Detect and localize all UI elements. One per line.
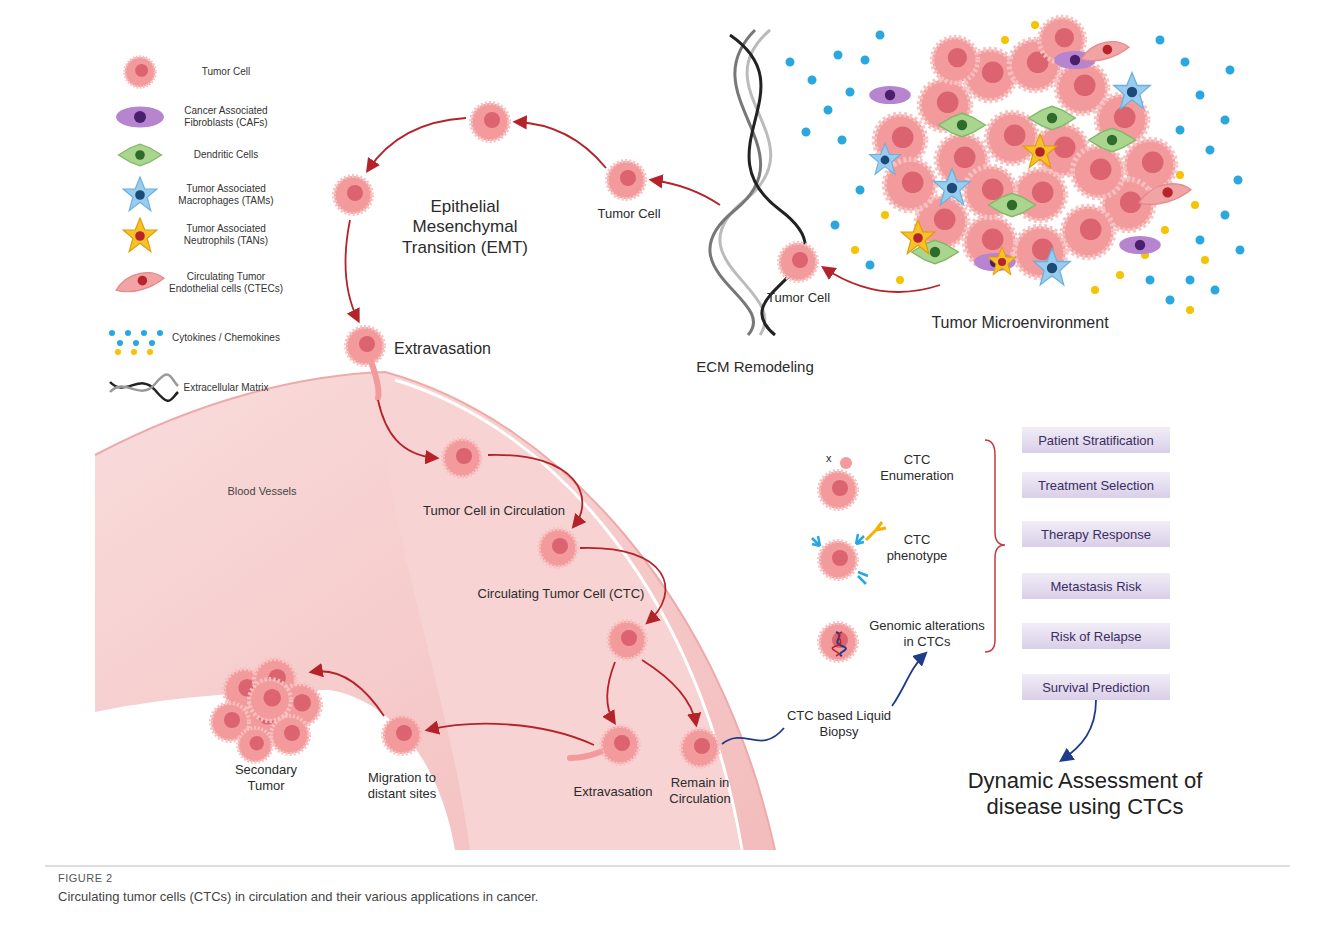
outcome-box: Survival Prediction xyxy=(1022,674,1170,700)
bracket xyxy=(985,440,1005,652)
text-label: CTC Enumeration xyxy=(872,452,962,483)
text-label: x xyxy=(826,452,838,465)
text-label: Migration to distant sites xyxy=(352,770,452,801)
legend-icons xyxy=(110,57,178,401)
box-text: Treatment Selection xyxy=(1038,478,1154,493)
text-label: Secondary Tumor xyxy=(228,762,304,793)
text-label: Extravasation xyxy=(563,784,663,800)
box-text: Patient Stratification xyxy=(1038,433,1154,448)
outcome-box: Treatment Selection xyxy=(1022,472,1170,498)
text-label: Remain in Circulation xyxy=(660,775,740,806)
cytokine-dots xyxy=(790,25,1240,310)
box-text: Metastasis Risk xyxy=(1050,579,1141,594)
legend-text: Cancer Associated Fibroblasts (CAFs) xyxy=(162,105,290,129)
flow-arrows xyxy=(312,118,940,745)
text-label: CTC phenotype xyxy=(872,532,962,563)
text-label: ECM Remodeling xyxy=(680,358,830,376)
legend-text: Cytokines / Chemokines xyxy=(162,332,290,344)
outcome-box: Therapy Response xyxy=(1022,521,1170,547)
figure-number: FIGURE 2 xyxy=(58,872,113,885)
figure-caption: Circulating tumor cells (CTCs) in circul… xyxy=(58,889,1278,905)
legend-text: Tumor Cell xyxy=(162,66,290,78)
text-label: CTC based Liquid Biopsy xyxy=(780,708,898,739)
text-label: Tumor Microenvironment xyxy=(905,313,1135,332)
legend-text: Circulating Tumor Endothelial cells (CTE… xyxy=(162,271,290,295)
text-label: Blood Vessels xyxy=(222,485,302,498)
tumor-mass xyxy=(869,17,1191,285)
legend-text: Tumor Associated Macrophages (TAMs) xyxy=(162,183,290,207)
text-label: Extravasation xyxy=(394,339,524,358)
box-text: Therapy Response xyxy=(1041,527,1151,542)
caption-rule xyxy=(45,866,1290,867)
text-label: Tumor Cell xyxy=(756,290,841,306)
text-label: Epithelial Mesenchymal Transition (EMT) xyxy=(380,197,550,258)
outcome-box: Risk of Relapse xyxy=(1022,623,1170,649)
text-label: Circulating Tumor Cell (CTC) xyxy=(470,586,652,602)
outcome-box: Metastasis Risk xyxy=(1022,573,1170,599)
text-label: Tumor Cell xyxy=(584,206,674,222)
biopsy-arrows xyxy=(722,654,1096,760)
box-text: Survival Prediction xyxy=(1042,680,1150,695)
legend-text: Tumor Associated Neutrophils (TANs) xyxy=(162,223,290,247)
ecm-helix xyxy=(710,30,805,335)
blood-vessel xyxy=(95,372,775,850)
outcome-box: Patient Stratification xyxy=(1022,427,1170,453)
legend-text: Dendritic Cells xyxy=(162,149,290,161)
box-text: Risk of Relapse xyxy=(1050,629,1141,644)
legend-text: Extracellular Matrix xyxy=(162,382,290,394)
text-label: Tumor Cell in Circulation xyxy=(408,503,580,519)
text-label: Dynamic Assessment of disease using CTCs xyxy=(955,768,1215,821)
text-label: Genomic alterations in CTCs xyxy=(866,618,988,649)
tumor-cells xyxy=(211,103,817,767)
